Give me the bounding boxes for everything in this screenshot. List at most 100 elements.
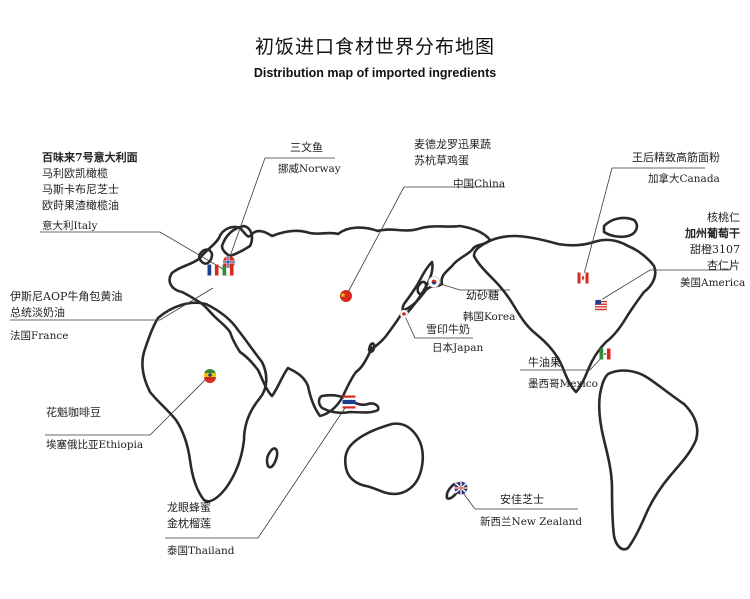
leader-france [10, 287, 214, 321]
country-japan: 日本Japan [432, 341, 483, 355]
product-label: 核桃仁 [707, 211, 740, 224]
product-label: 牛油果 [528, 356, 561, 369]
country-name-en: Mexico [559, 378, 598, 390]
label-thailand: 龙眼蜂蜜 金枕榴莲 [167, 500, 211, 532]
product-label: 欧莳果渣橄榄油 [42, 199, 119, 212]
product-label: 马斯卡布尼芝士 [42, 183, 119, 196]
country-name-en: China [474, 178, 506, 190]
country-name-zh: 挪威 [278, 163, 299, 175]
marker-china-flag [340, 290, 352, 302]
marker-canada-flag [577, 272, 589, 284]
product-label: 麦德龙罗迅果蔬 [414, 138, 491, 151]
leader-china [345, 186, 505, 297]
australia-outline [343, 422, 425, 496]
country-italy: 意大利Italy [42, 219, 97, 233]
eurasia-outline [168, 224, 492, 418]
marker-france-flag [207, 264, 219, 276]
country-mexico: 墨西哥Mexico [528, 377, 598, 391]
country-name-zh: 泰国 [167, 545, 188, 557]
product-label: 幼砂糖 [466, 289, 499, 302]
country-name-zh: 新西兰 [480, 516, 512, 528]
country-name-zh: 意大利 [42, 220, 74, 232]
leader-ethiopia [45, 374, 211, 436]
leader-italy [40, 231, 229, 273]
madagascar-outline [265, 447, 279, 469]
marker-korea-flag [428, 276, 440, 288]
country-name-en: New Zealand [511, 516, 583, 528]
country-name-zh: 美国 [680, 277, 701, 289]
leader-usa [600, 269, 730, 301]
label-mexico: 牛油果 [528, 355, 561, 371]
country-name-en: Thailand [188, 545, 235, 557]
country-name-en: Korea [484, 311, 516, 323]
country-korea: 韩国Korea [463, 310, 515, 324]
product-label: 甜橙3107 [690, 243, 740, 256]
marker-taiwan-dot [369, 346, 373, 350]
product-label: 马利欧凯橄榄 [42, 167, 108, 180]
country-name-zh: 加拿大 [648, 173, 680, 185]
leader-japan [403, 313, 473, 339]
label-canada: 王后精致高筋面粉 [632, 150, 720, 166]
product-label: 雪印牛奶 [426, 323, 470, 336]
label-newzealand: 安佳芝士 [500, 492, 544, 508]
product-label: 苏杭草鸡蛋 [414, 154, 469, 167]
greenland-outline [602, 216, 639, 239]
product-label: 百味来7号意大利面 [42, 151, 138, 164]
product-label: 伊斯尼AOP牛角包黄油 [10, 290, 123, 303]
country-china: 中国China [453, 177, 505, 191]
country-name-en: Italy [73, 220, 98, 232]
leader-canada [582, 167, 705, 279]
country-name-zh: 韩国 [463, 311, 484, 323]
label-france: 伊斯尼AOP牛角包黄油 总统淡奶油 [10, 289, 122, 321]
country-name-en: America [701, 277, 746, 289]
leader-newzealand [460, 489, 578, 510]
marker-ethiopia-flag [204, 369, 216, 383]
product-label: 金枕榴莲 [167, 517, 211, 530]
product-label: 杏仁片 [707, 259, 740, 272]
country-usa: 美国America [680, 276, 745, 290]
country-canada: 加拿大Canada [648, 172, 720, 186]
country-name-zh: 中国 [453, 178, 474, 190]
marker-mexico-flag [599, 348, 611, 360]
label-china: 麦德龙罗迅果蔬 苏杭草鸡蛋 [414, 137, 491, 169]
product-label: 花魁咖啡豆 [46, 406, 101, 419]
leader-thailand [165, 401, 350, 539]
marker-thailand-flag [342, 395, 356, 409]
label-norway: 三文鱼 [290, 140, 323, 156]
country-france: 法国France [10, 329, 68, 343]
country-newzealand: 新西兰New Zealand [480, 515, 582, 529]
product-label: 三文鱼 [290, 141, 323, 154]
leader-korea [433, 281, 510, 291]
marker-usa-flag [594, 298, 608, 312]
country-norway: 挪威Norway [278, 162, 341, 176]
marker-newzealand-flag [454, 481, 468, 495]
product-label: 安佳芝士 [500, 493, 544, 506]
label-japan: 雪印牛奶 [426, 322, 470, 338]
korea-outline [416, 280, 428, 296]
product-label: 王后精致高筋面粉 [632, 151, 720, 164]
leader-mexico [520, 353, 606, 371]
marker-norway-flag [223, 256, 235, 268]
label-italy: 百味来7号意大利面 马利欧凯橄榄 马斯卡布尼芝士 欧莳果渣橄榄油 [42, 150, 138, 214]
leader-norway [227, 157, 335, 263]
label-ethiopia: 花魁咖啡豆 [46, 405, 101, 421]
britain-outline [198, 248, 214, 265]
product-label: 龙眼蜂蜜 [167, 501, 211, 514]
country-name-en: France [31, 330, 69, 342]
marker-japan-flag [399, 309, 409, 319]
country-name-en: Canada [679, 173, 720, 185]
africa-outline [141, 301, 268, 503]
page-subtitle: Distribution map of imported ingredients [253, 66, 497, 80]
label-korea: 幼砂糖 [466, 288, 499, 304]
north-america-outline [472, 234, 657, 394]
country-name-en: Norway [299, 163, 341, 175]
country-name-zh: 埃塞俄比亚 [46, 439, 99, 451]
south-america-outline [597, 369, 699, 551]
country-name-zh: 墨西哥 [528, 378, 560, 390]
label-usa: 核桃仁 加州葡萄干 甜橙3107 杏仁片 [660, 210, 740, 274]
product-label: 总统淡奶油 [10, 306, 65, 319]
country-name-en: Japan [453, 342, 484, 354]
country-name-en: Ethiopia [98, 439, 144, 451]
